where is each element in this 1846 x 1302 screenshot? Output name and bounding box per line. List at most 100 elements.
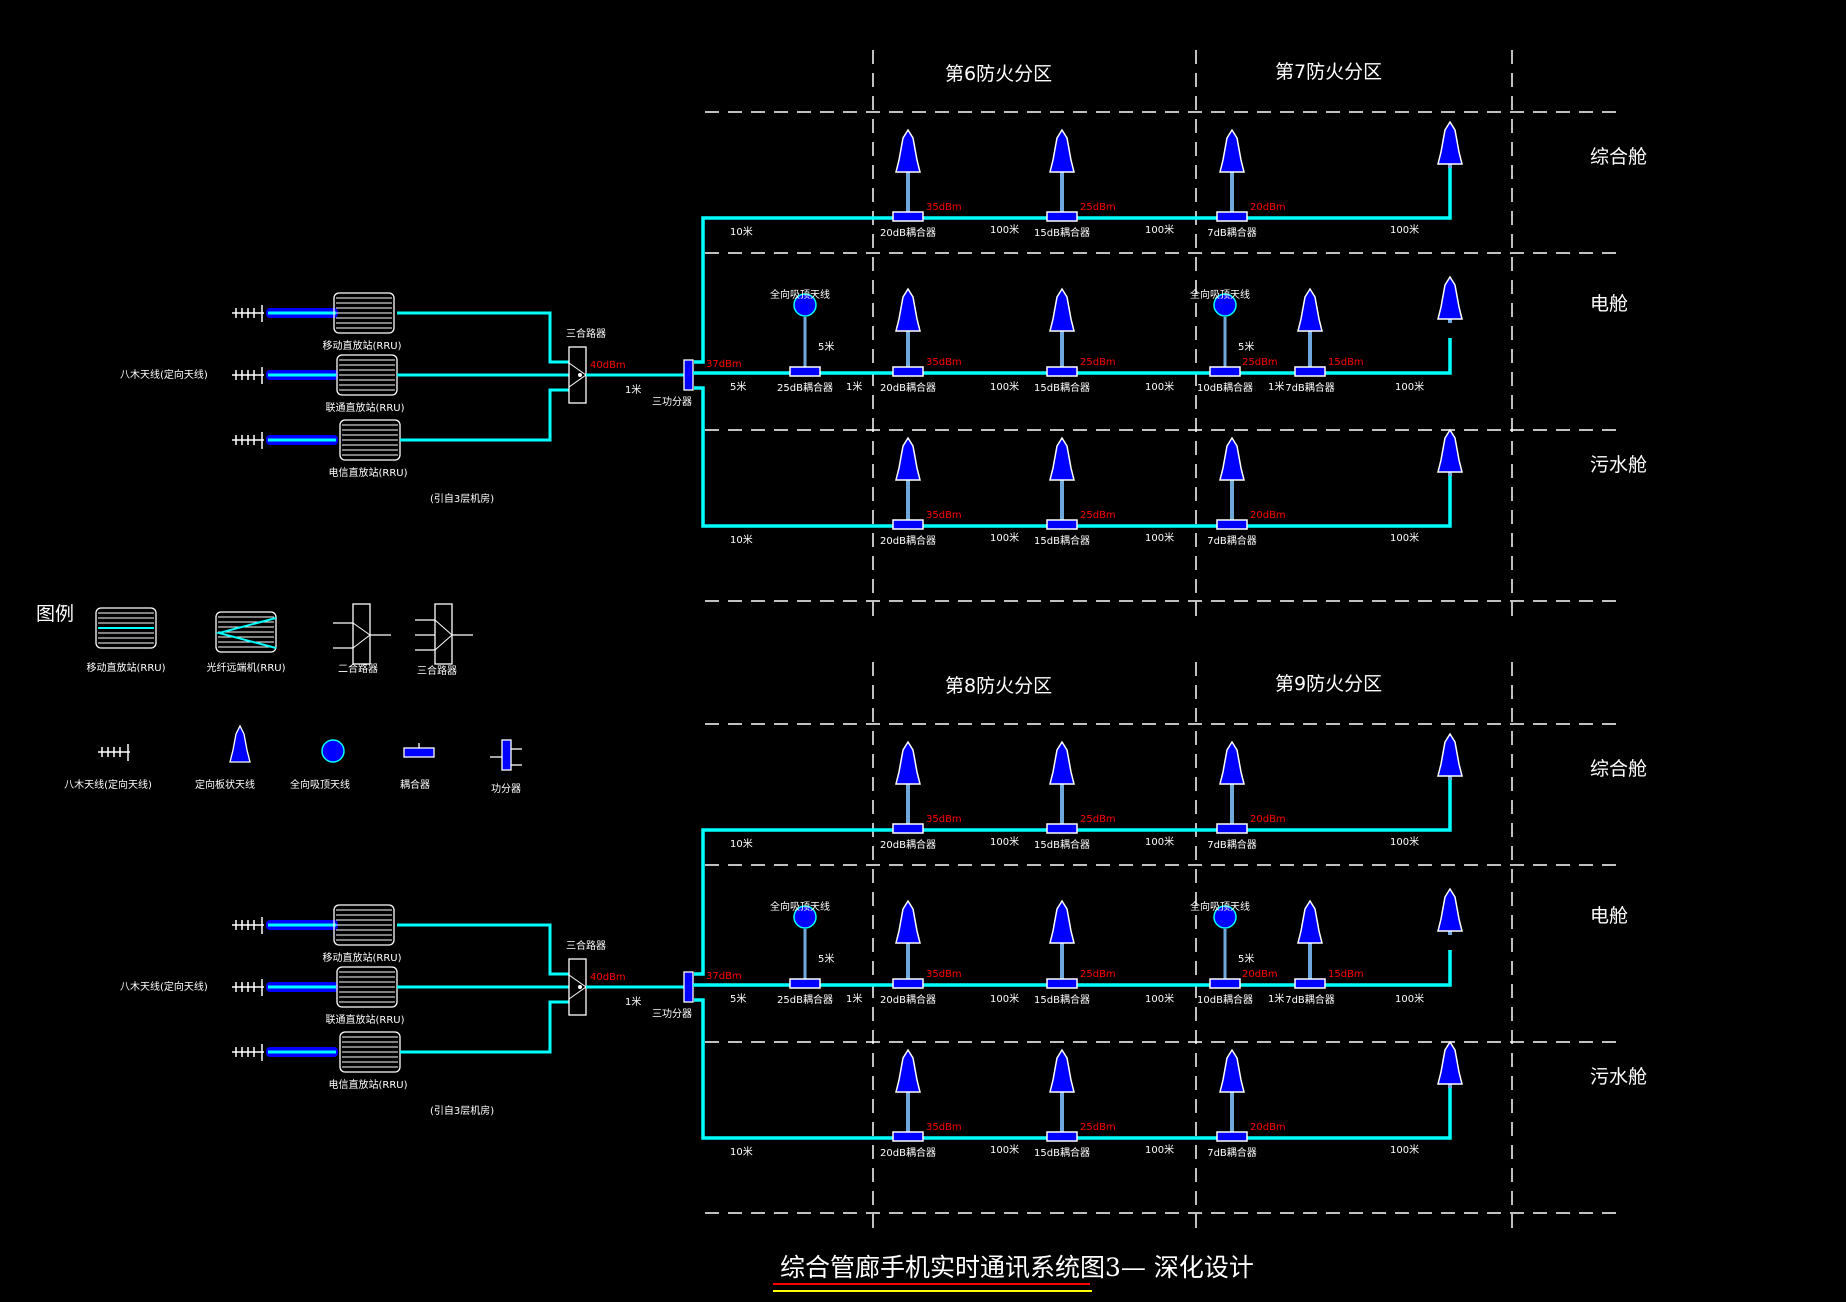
coupler-icon xyxy=(892,519,924,530)
rru-label: 联通直放站(RRU) xyxy=(325,401,404,414)
coupler-icon xyxy=(1294,978,1326,989)
rru-label: 电信直放站(RRU) xyxy=(328,466,407,479)
combiner-dot xyxy=(578,373,582,377)
coupler-label: 20dB耦合器 xyxy=(880,381,936,394)
cable-length: 5米 xyxy=(730,992,746,1005)
yagi-antenna-icon xyxy=(232,917,264,934)
directional-antenna-icon xyxy=(1437,428,1463,473)
cabin-label: 污水舱 xyxy=(1590,1066,1647,1088)
omni-antenna-label: 全向吸顶天线 xyxy=(770,900,830,913)
directional-antenna-icon xyxy=(1219,1048,1245,1093)
directional-antenna-icon xyxy=(1049,899,1075,944)
directional-antenna-icon xyxy=(1297,899,1323,944)
coupler-icon xyxy=(892,1131,924,1142)
coupler-icon xyxy=(1216,211,1248,222)
coupler-power: 15dBm xyxy=(1328,357,1364,368)
coupler-power: 15dBm xyxy=(1328,969,1364,980)
cable-length: 100米 xyxy=(1390,1143,1419,1156)
cable-length: 10米 xyxy=(730,533,753,546)
combiner-diag xyxy=(568,986,587,1000)
splitter-body xyxy=(683,359,694,391)
directional-antenna xyxy=(895,1048,921,1132)
directional-antenna-icon xyxy=(1049,128,1075,173)
coupler-icon xyxy=(1046,366,1078,377)
rru-note: (引自3层机房) xyxy=(430,1104,494,1117)
cabin-label: 综合舱 xyxy=(1590,146,1647,168)
legend-label: 二合路器 xyxy=(338,662,378,675)
repeater-frame xyxy=(333,904,395,946)
directional-antenna-icon xyxy=(1049,1048,1075,1093)
cable-length: 100米 xyxy=(1145,531,1174,544)
coupler-icon xyxy=(892,978,924,989)
directional-antenna-icon xyxy=(1437,1040,1463,1085)
splitter-body xyxy=(501,739,512,771)
cable-length: 1米 xyxy=(1268,380,1284,393)
splitter-icon xyxy=(683,971,694,1003)
directional-antenna xyxy=(1437,120,1463,168)
rru-label: 移动直放站(RRU) xyxy=(322,339,401,352)
directional-antenna-icon xyxy=(1219,128,1245,173)
directional-antenna xyxy=(1049,1048,1075,1132)
repeater-icon xyxy=(336,354,398,396)
cabin-label: 污水舱 xyxy=(1590,454,1647,476)
directional-antenna xyxy=(895,128,921,212)
rru-trunk xyxy=(400,1000,569,1054)
coupler-label: 7dB耦合器 xyxy=(1207,226,1257,239)
zone-label-1: 第6防火分区 xyxy=(945,63,1052,85)
zone-label-1: 第8防火分区 xyxy=(945,675,1052,697)
combiner-power: 40dBm xyxy=(590,360,626,371)
coupler-label: 20dB耦合器 xyxy=(880,838,936,851)
source-antenna-label: 八木天线(定向天线) xyxy=(120,980,208,993)
coupler-icon xyxy=(789,366,821,377)
source-antenna-label: 八木天线(定向天线) xyxy=(120,368,208,381)
repeater-frame xyxy=(215,611,277,653)
directional-antenna xyxy=(895,899,921,979)
omni-antenna-icon xyxy=(1213,293,1237,317)
directional-antenna-icon xyxy=(895,128,921,173)
trunk-line xyxy=(694,998,1452,1140)
cabin-label: 电舱 xyxy=(1590,293,1628,315)
legend-label: 全向吸顶天线 xyxy=(290,778,350,791)
directional-antenna xyxy=(1437,732,1463,780)
repeater-icon xyxy=(95,607,157,649)
coupler-icon xyxy=(1209,978,1241,989)
title-text: 综合管廊手机实时通讯系统图3— 深化设计 xyxy=(780,1253,1254,1282)
directional-antenna-icon xyxy=(1437,887,1463,932)
directional-antenna xyxy=(1437,275,1463,323)
legend-label: 移动直放站(RRU) xyxy=(86,661,165,674)
directional-antenna xyxy=(1219,740,1245,824)
lower-section: 第8防火分区第9防火分区八木天线(定向天线)移动直放站(RRU)联通直放站(RR… xyxy=(120,662,1647,1232)
combiner-frame xyxy=(434,603,453,665)
splitter-label: 三功分器 xyxy=(652,396,692,408)
combiner-power: 40dBm xyxy=(590,972,626,983)
cable-length: 100米 xyxy=(1145,223,1174,236)
cable-length: 100米 xyxy=(990,992,1019,1005)
directional-antenna-icon xyxy=(895,1048,921,1093)
rru-trunk xyxy=(397,923,569,976)
combiner-frame xyxy=(352,603,371,665)
zone-label-2: 第7防火分区 xyxy=(1275,61,1382,83)
coupler-power: 25dBm xyxy=(1080,814,1116,825)
directional-antenna-icon xyxy=(1437,275,1463,320)
legend-label: 三合路器 xyxy=(417,664,457,677)
rru-trunk xyxy=(397,311,569,364)
directional-antenna-icon xyxy=(229,724,251,763)
cable-length: 10米 xyxy=(730,1145,753,1158)
coupler-icon xyxy=(892,366,924,377)
splitter-icon xyxy=(683,359,694,391)
coupler-icon xyxy=(1046,978,1078,989)
coupler-power: 35dBm xyxy=(926,510,962,521)
coupler-label: 20dB耦合器 xyxy=(880,993,936,1006)
diag xyxy=(352,634,371,649)
directional-antenna-icon xyxy=(1049,436,1075,481)
coupler-label: 15dB耦合器 xyxy=(1034,381,1090,394)
cabin-label: 综合舱 xyxy=(1590,758,1647,780)
directional-antenna xyxy=(1297,287,1323,367)
cable-length: 100米 xyxy=(1145,992,1174,1005)
omni-antenna-icon xyxy=(793,905,817,929)
